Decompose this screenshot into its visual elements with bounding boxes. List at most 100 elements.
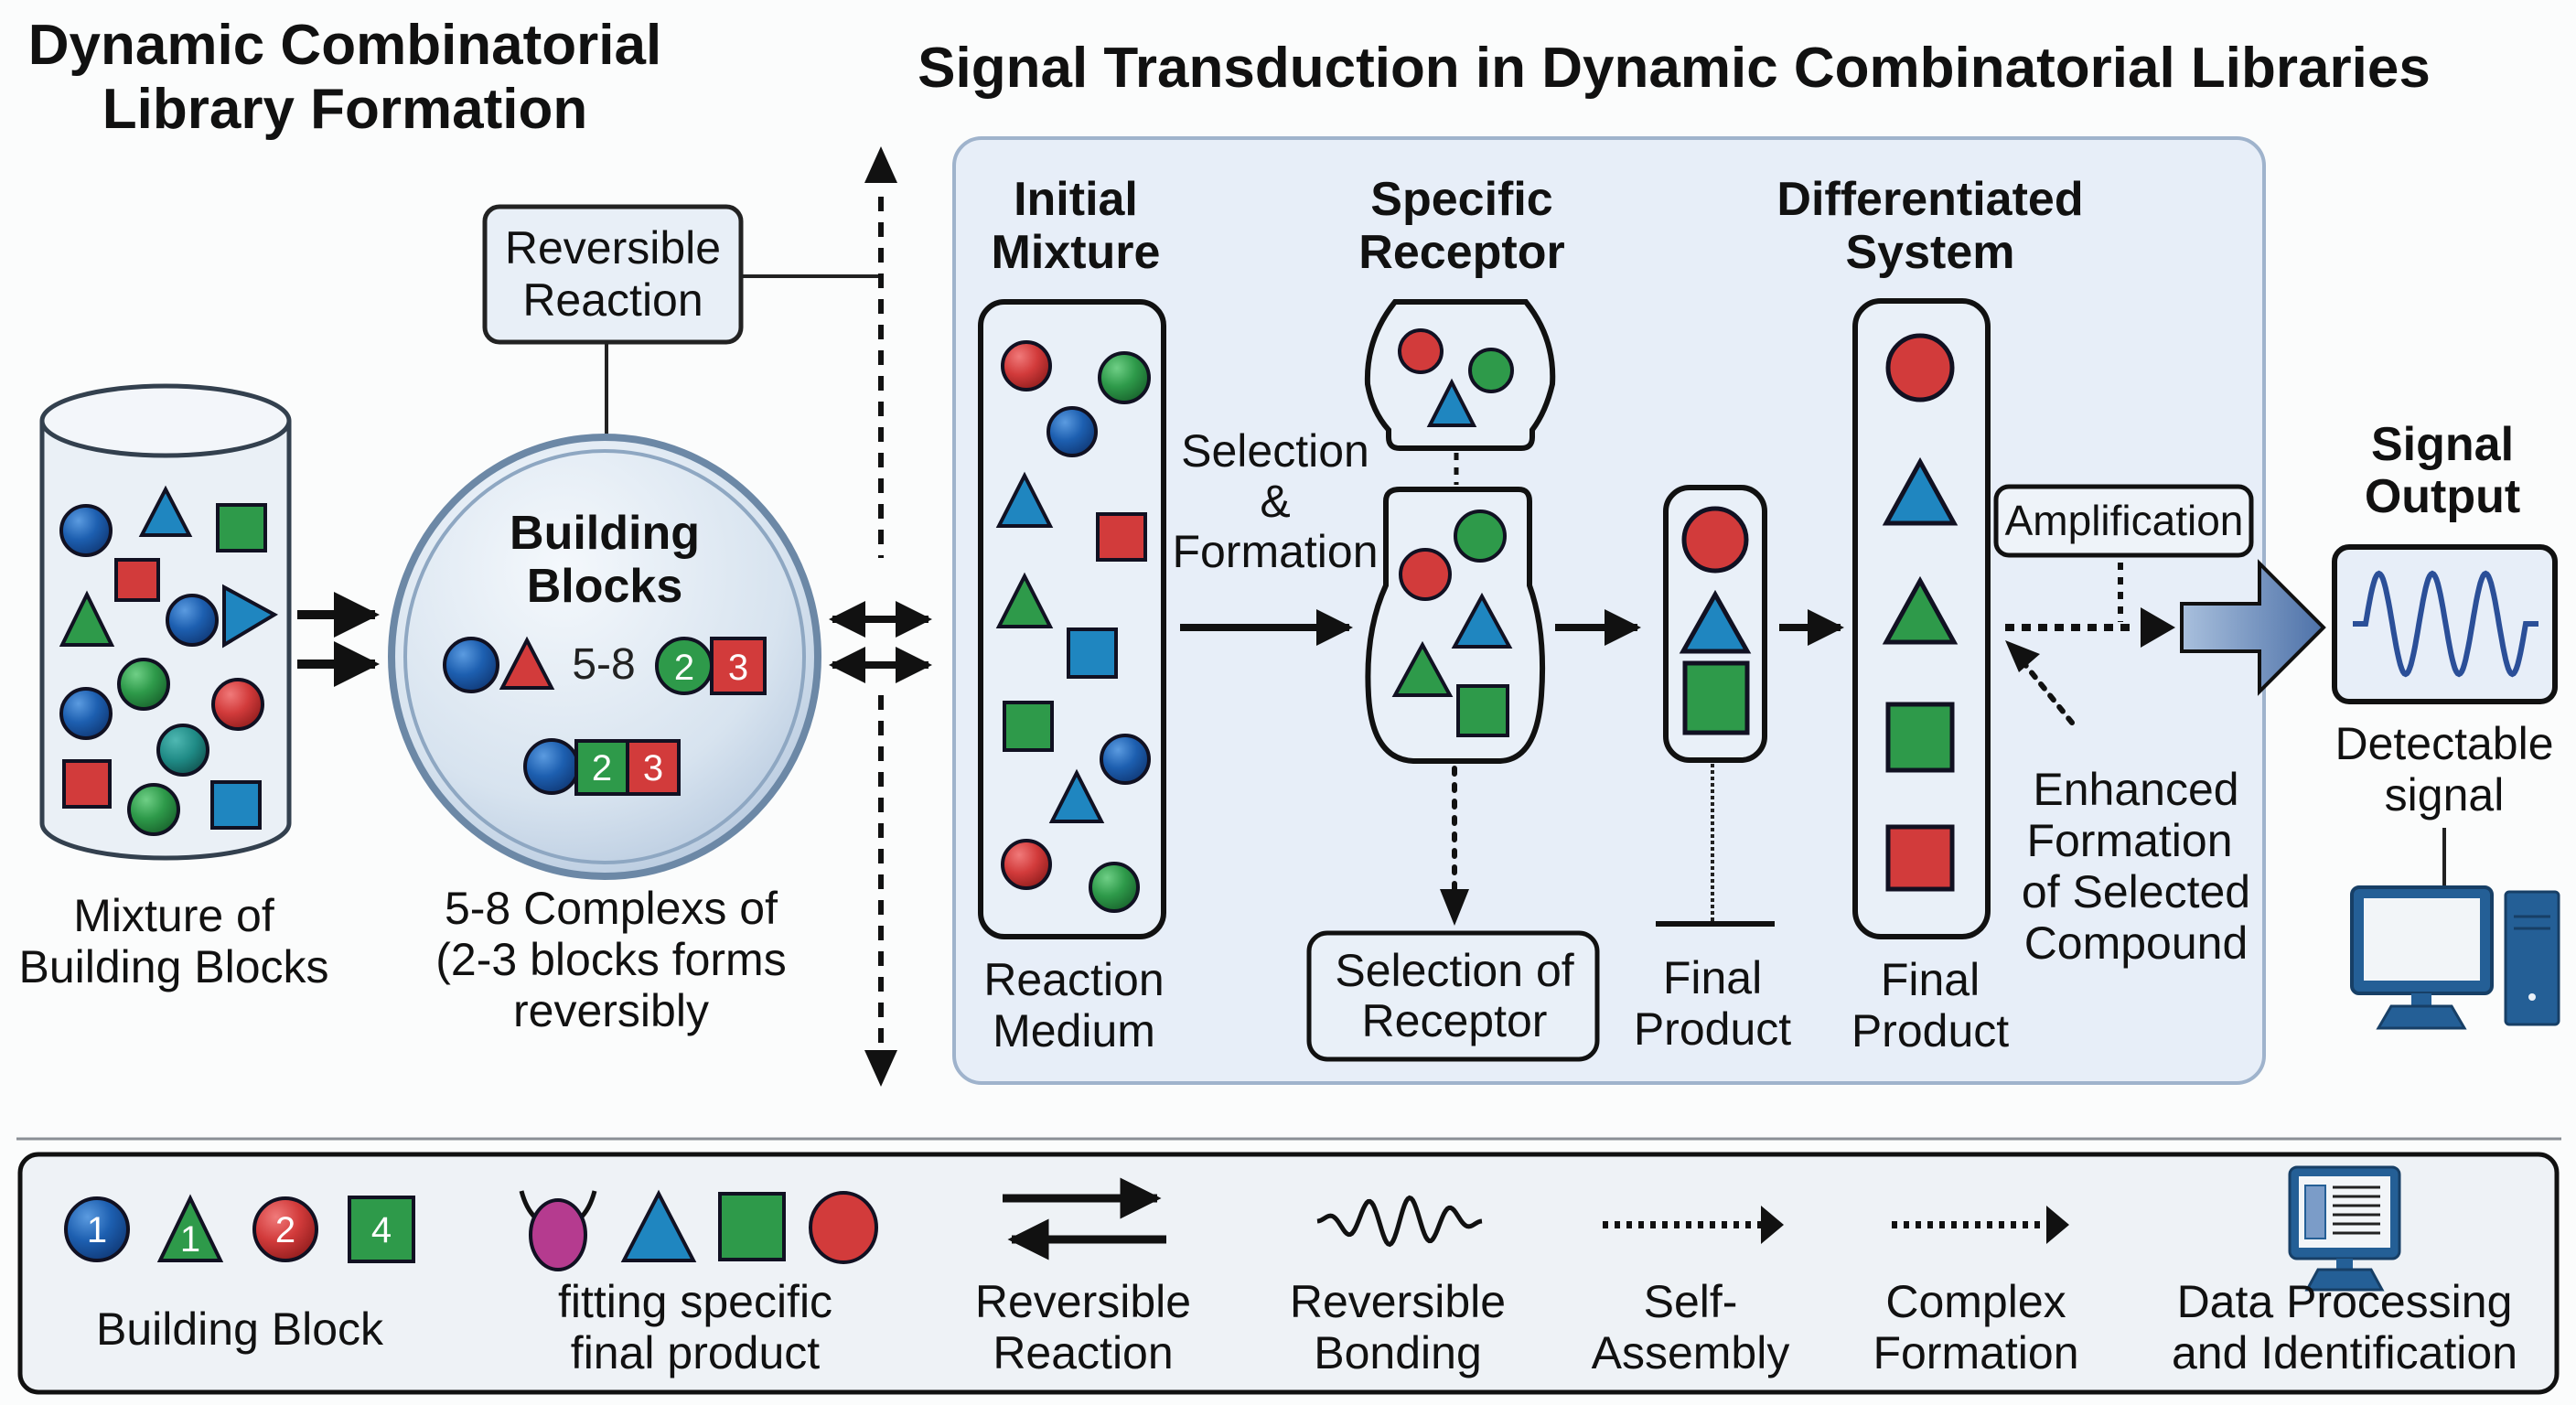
left-title-line2: Library Formation [102, 78, 588, 141]
green-sphere [117, 658, 170, 711]
blue-triangle [1451, 592, 1513, 649]
receptor-title-line2: Receptor [1358, 226, 1564, 279]
red-triangle [499, 636, 555, 690]
legend-reversible-reaction-line1: Reversible [975, 1276, 1191, 1327]
block-number: 4 [371, 1210, 392, 1250]
reversible-reaction-box: Reversible Reaction [482, 204, 881, 444]
enhanced-line1: Enhanced [2033, 764, 2238, 815]
right-title: Signal Transduction in Dynamic Combinato… [918, 37, 2431, 100]
green-square [1003, 701, 1054, 752]
selection-formation-line3: Formation [1172, 526, 1378, 577]
blue-triangle [138, 485, 193, 537]
differentiated-title-line1: Differentiated [1776, 173, 2083, 226]
block-number: 2 [275, 1210, 295, 1250]
bubble-title-line1: Building [510, 507, 700, 560]
blue-sphere [166, 594, 219, 647]
red-sphere [1001, 839, 1052, 890]
formation-arrows [297, 592, 380, 687]
red-block-3 [710, 637, 767, 695]
left-title-line1: Dynamic Combinatorial [28, 14, 661, 77]
reversible-box-line2: Reaction [522, 274, 703, 326]
green-triangle [1882, 575, 1959, 645]
green-square-block-icon [348, 1196, 415, 1263]
block-number: 3 [643, 748, 663, 788]
signal-output-title-line2: Output [2365, 470, 2520, 523]
complex-shape [1365, 487, 1546, 764]
left-section: Dynamic Combinatorial Library Formation … [18, 14, 932, 1087]
legend-data-processing: Data Processing and Identification [2172, 1165, 2517, 1378]
blue-block-icon [64, 1196, 130, 1262]
legend-building-block-label: Building Block [96, 1303, 384, 1355]
enhanced-line4: Compound [2024, 917, 2249, 969]
green-sphere [1089, 862, 1140, 913]
blue-square [1067, 627, 1118, 679]
selection-formation-line1: Selection [1181, 425, 1369, 477]
bubble-title-line2: Blocks [527, 560, 683, 613]
blue-triangle [1426, 378, 1477, 427]
red-block-3 [626, 739, 681, 796]
blue-triangle [1679, 589, 1752, 654]
section-divider [829, 146, 932, 1087]
selection-of-receptor-box: Selection of Receptor [1306, 930, 1600, 1062]
legend-fitting-line1: fitting specific [558, 1276, 832, 1327]
reversible-box-line1: Reversible [505, 222, 721, 273]
red-circle [1681, 506, 1749, 574]
signal-output-title-line1: Signal [2371, 418, 2514, 471]
teal-triangle [222, 584, 279, 649]
legend-self-assembly-line2: Assembly [1592, 1327, 1790, 1378]
bubble-label-line2: (2-3 blocks forms [435, 934, 786, 985]
signal-output: Signal Output Detectable signal [2332, 418, 2560, 1030]
green-square [1885, 702, 1955, 773]
red-square [114, 558, 160, 602]
building-blocks-cylinder [39, 383, 292, 861]
green-triangle [995, 572, 1054, 628]
blue-sphere [59, 687, 113, 740]
red-block-icon [252, 1196, 318, 1262]
receptor-title-line1: Specific [1370, 173, 1552, 226]
legend-reversible-reaction: Reversible Reaction [975, 1177, 1191, 1378]
green-square [1456, 684, 1509, 737]
legend-complex-formation-line2: Formation [1873, 1327, 2078, 1378]
blue-sphere [443, 637, 499, 693]
final-product-box [1663, 485, 1767, 763]
detectable-signal-line2: signal [2385, 769, 2505, 820]
differentiated-label-line2: Product [1852, 1005, 2009, 1056]
legend-complex-formation: Complex Formation [1873, 1206, 2079, 1378]
legend-reversible-bonding-line2: Bonding [1314, 1327, 1482, 1378]
green-square-icon [718, 1192, 786, 1261]
monitor-icon [2288, 1165, 2401, 1292]
legend-building-block: 1 1 2 4 Building Block [64, 1194, 415, 1355]
initial-mixture-title-line2: Mixture [992, 226, 1161, 279]
selection-formation-line2: & [1260, 476, 1290, 527]
differentiated-title-line2: System [1846, 226, 2015, 279]
red-circle [1885, 333, 1955, 402]
red-circle-icon [809, 1191, 878, 1264]
block-number: 3 [728, 648, 748, 688]
legend: 1 1 2 4 Building Block fitting specific … [17, 1152, 2560, 1395]
signal-wave-icon [2353, 570, 2538, 678]
wavy-bond-icon [1316, 1195, 1483, 1248]
enhanced-line3: of Selected [2022, 866, 2250, 917]
green-sphere [1098, 351, 1151, 404]
amplification-label: Amplification [2005, 497, 2244, 544]
legend-complex-formation-line1: Complex [1885, 1276, 2066, 1327]
green-triangle [59, 590, 115, 647]
signal-arrow [2180, 559, 2326, 696]
red-square [1885, 824, 1955, 892]
enhanced-line2: Formation [2026, 815, 2232, 866]
teal-sphere [156, 724, 209, 777]
legend-reversible-bonding-line1: Reversible [1290, 1276, 1506, 1327]
selection-of-receptor-line2: Receptor [1362, 995, 1548, 1046]
magenta-ligand-icon [529, 1198, 587, 1271]
bubble-label-line1: 5-8 Complexs of [445, 883, 778, 934]
computer-icon [2350, 885, 2560, 1030]
green-sphere [127, 783, 180, 836]
blue-square [210, 780, 262, 830]
green-triangle-block-icon [156, 1194, 224, 1262]
block-number: 2 [592, 748, 612, 788]
blue-sphere [1046, 406, 1098, 457]
red-circle [1399, 548, 1452, 601]
initial-mixture-box [978, 299, 1166, 939]
legend-reversible-bonding: Reversible Bonding [1290, 1195, 1506, 1378]
